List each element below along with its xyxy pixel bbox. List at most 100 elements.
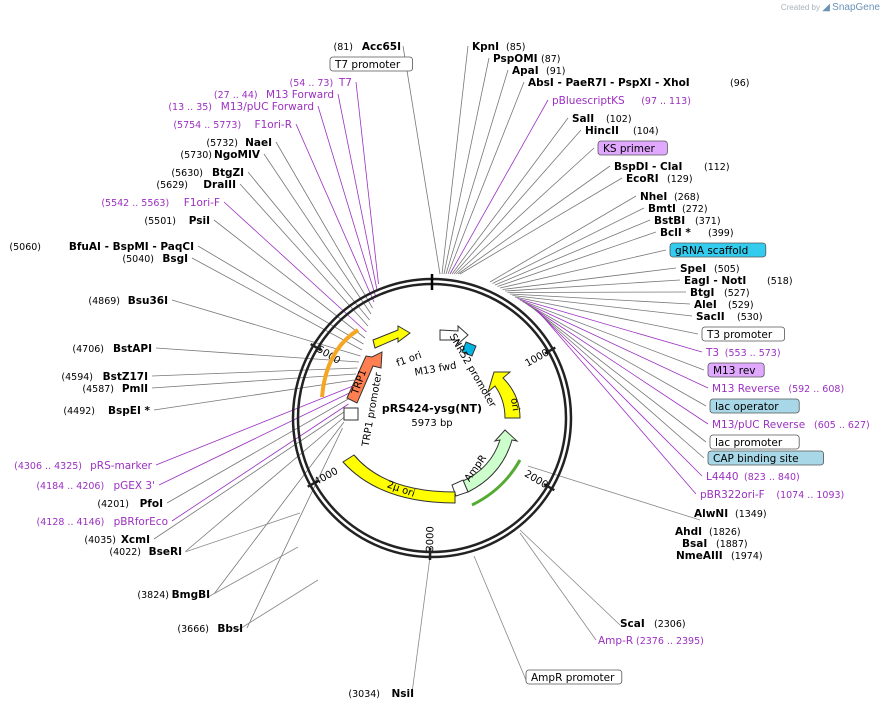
ampr-promoter-arrow [451, 479, 469, 497]
leader-line [184, 512, 301, 553]
label-name: AhdI [675, 526, 702, 538]
label-name: AlwNI [694, 508, 728, 520]
label-position: (4706) [72, 344, 104, 355]
label-name: HincII [585, 125, 619, 137]
label-name: SacII [696, 311, 725, 323]
label-position: (553 .. 573) [725, 348, 781, 359]
label-position: (13 .. 35) [168, 102, 212, 113]
label-position: (87) [541, 54, 561, 65]
site-label-left-8: DraIII(5629) [156, 179, 236, 191]
leader-line [151, 373, 357, 389]
label-position: (4594) [61, 372, 93, 383]
label-position: (5501) [144, 216, 176, 227]
site-label-left-11: BfuAI - BspMI - PaqCI(5060) [9, 241, 194, 253]
plasmid-name: pRS424-ysg(NT) [382, 402, 482, 415]
label-position: (91) [546, 66, 566, 77]
site-label-right-10: EcoRI(129) [626, 173, 693, 185]
label-name: L4440 [706, 471, 739, 483]
label-position: (27 .. 44) [214, 90, 258, 101]
leader-line [537, 310, 697, 495]
label-name: KS primer [603, 143, 655, 155]
label-position: (518) [767, 276, 793, 287]
leader-line [355, 81, 379, 285]
label-name: PsiI [189, 215, 210, 227]
site-label-right-22: T3(553 .. 573) [705, 347, 781, 359]
site-label-right-27: lac promoter [709, 434, 800, 450]
label-position: (399) [708, 228, 734, 239]
label-name: F1ori-F [184, 197, 220, 209]
label-name: M13 rev [713, 365, 756, 377]
label-name: SalI [572, 113, 594, 125]
label-name: BspEI * [108, 405, 151, 417]
leader-line [532, 307, 705, 459]
site-label-right-30: pBR322ori-F(1074 .. 1093) [700, 489, 844, 501]
site-label-left-13: Bsu36I(4869) [88, 295, 168, 307]
site-label-right-4: AbsI - PaeR7I - PspXI - XhoI(96) [528, 77, 750, 89]
site-label-right-3: ApaI (91) [512, 65, 566, 77]
label-position: (5060) [9, 242, 41, 253]
site-label-right-38: NsiI(3034) [348, 688, 414, 700]
site-label-right-2: PspOMI(87) [493, 53, 561, 65]
site-label-right-32: AhdI(1826) [675, 526, 741, 538]
leader-line [402, 45, 441, 275]
label-name: DraIII [203, 179, 236, 191]
site-label-left-10: PsiI (5501) [144, 215, 210, 227]
label-name: M13/pUC Forward [221, 101, 314, 113]
leader-line [191, 257, 363, 351]
site-label-right-29: L4440(823 .. 840) [706, 471, 800, 483]
site-labels: Acc65I(81)KpnI(85)PspOMI(87)ApaI(91)AbsI… [9, 41, 869, 700]
site-label-right-6: SalI(102) [572, 113, 632, 125]
leader-line [185, 415, 346, 552]
label-position: (2306) [654, 619, 686, 630]
leader-line [155, 347, 360, 363]
leader-line [171, 299, 361, 357]
label-position: (81) [333, 42, 353, 53]
leader-line [534, 308, 703, 477]
leader-line [239, 183, 369, 327]
leader-line [213, 219, 366, 339]
label-name: SpeI [680, 263, 706, 275]
site-label-right-28: CAP binding site [707, 450, 824, 466]
leader-line [504, 279, 681, 292]
label-box [707, 362, 765, 378]
label-name: BtgZI [212, 167, 244, 179]
label-name: BtgI [690, 287, 714, 299]
leader-line [517, 298, 703, 353]
site-label-right-15: gRNA scaffold [669, 242, 767, 258]
label-position: (527) [724, 288, 750, 299]
label-name: CAP binding site [713, 453, 799, 465]
label-name: M13 Forward [266, 89, 334, 101]
site-label-left-2: M13 Forward (27 .. 44) [214, 89, 334, 101]
tick-mark [310, 343, 322, 352]
label-name: AmpR promoter [531, 672, 615, 684]
leader-line [509, 293, 691, 305]
label-box [709, 398, 800, 414]
label-name: BmtI [648, 203, 676, 215]
leader-line [519, 532, 597, 641]
leader-line [155, 385, 354, 466]
label-name: ApaI [512, 65, 539, 77]
label-box [329, 56, 413, 72]
leader-line [507, 291, 687, 293]
leader-line [451, 117, 569, 275]
site-label-left-24: BmgBI(3824) [137, 589, 210, 601]
label-position: (5630) [171, 168, 203, 179]
leader-line [207, 546, 299, 598]
label-box [669, 242, 767, 258]
site-label-left-5: NaeI(5732) [206, 137, 272, 149]
site-label-right-36: Amp-R(2376 .. 2395) [598, 635, 704, 647]
leader-line [519, 299, 705, 371]
leader-line [459, 177, 623, 275]
label-position: (5754 .. 5773) [173, 120, 241, 131]
label-position: (4869) [88, 296, 120, 307]
label-position: (530) [737, 312, 763, 323]
credit-prefix: Created by [780, 3, 820, 12]
tick-label: 2000 [522, 469, 550, 491]
leader-line [295, 123, 375, 303]
feature-label: ori [508, 397, 521, 412]
site-label-right-34: NmeAIII(1974) [676, 550, 763, 562]
label-name: KpnI [472, 41, 499, 53]
snr52-arrow [461, 341, 477, 357]
site-label-right-26: M13/pUC Reverse(605 .. 627) [712, 419, 870, 431]
